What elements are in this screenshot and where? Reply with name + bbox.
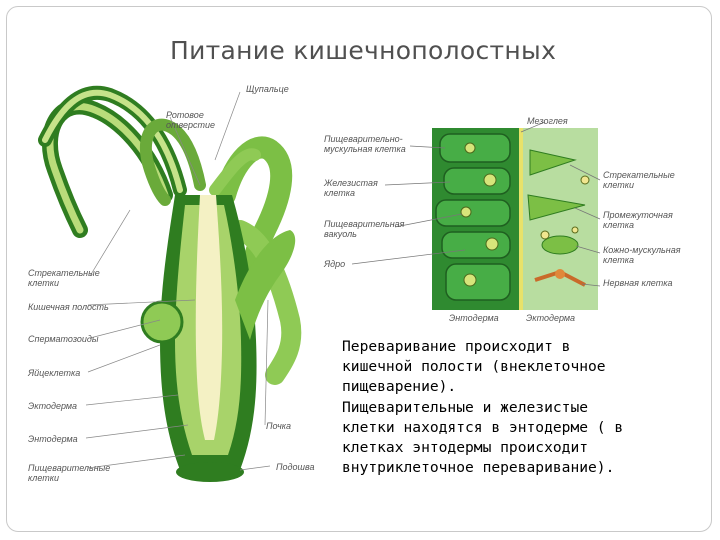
body-line-1: Переваривание происходит в: [342, 337, 707, 357]
label-glandular-cell: Железистая клетка: [324, 178, 388, 198]
label-sole: Подошва: [276, 462, 314, 472]
body-line-6: клетках энтодермы происходит: [342, 438, 707, 458]
body-line-5: клетки находятся в энтодерме ( в: [342, 418, 707, 438]
label-bud: Почка: [266, 421, 291, 431]
label-spermatozoa: Сперматозоиды: [28, 334, 99, 344]
label-endoderm: Энтодерма: [28, 434, 78, 444]
body-line-7: внутриклеточное переваривание).: [342, 458, 707, 478]
body-text: Переваривание происходит в кишечной поло…: [342, 337, 707, 478]
label-nerve-cell: Нервная клетка: [603, 278, 673, 288]
label-nucleus: Ядро: [324, 259, 345, 269]
label-digestive-muscle-cell: Пищеварительно-мускульная клетка: [324, 134, 414, 154]
label-mouth: Ротовое отверстие: [166, 110, 236, 130]
label-tentacle: Щупальце: [246, 84, 289, 94]
label-cell-endoderm: Энтодерма: [449, 313, 499, 323]
label-digestive-vacuole: Пищеварительная вакуоль: [324, 219, 424, 239]
label-egg-cell: Яйцеклетка: [28, 368, 80, 378]
label-skin-muscle-cell: Кожно-мускульная клетка: [603, 245, 693, 265]
label-mesoglea: Мезоглея: [527, 116, 568, 126]
label-ectoderm: Эктодерма: [28, 401, 77, 411]
label-cell-ectoderm: Эктодерма: [526, 313, 575, 323]
label-digestive-cells: Пищеварительные клетки: [28, 463, 124, 483]
label-stinging-cells: Стрекательные клетки: [28, 268, 110, 288]
label-gut-cavity: Кишечная полость: [28, 302, 109, 312]
label-cell-stinging: Стрекательные клетки: [603, 170, 691, 190]
mesoglea-layer: [519, 128, 523, 310]
body-line-2: кишечной полости (внеклеточное: [342, 357, 707, 377]
label-intermediate-cell: Промежуточная клетка: [603, 210, 691, 230]
body-line-3: пищеварение).: [342, 377, 707, 397]
body-line-4: Пищеварительные и железистые: [342, 398, 707, 418]
